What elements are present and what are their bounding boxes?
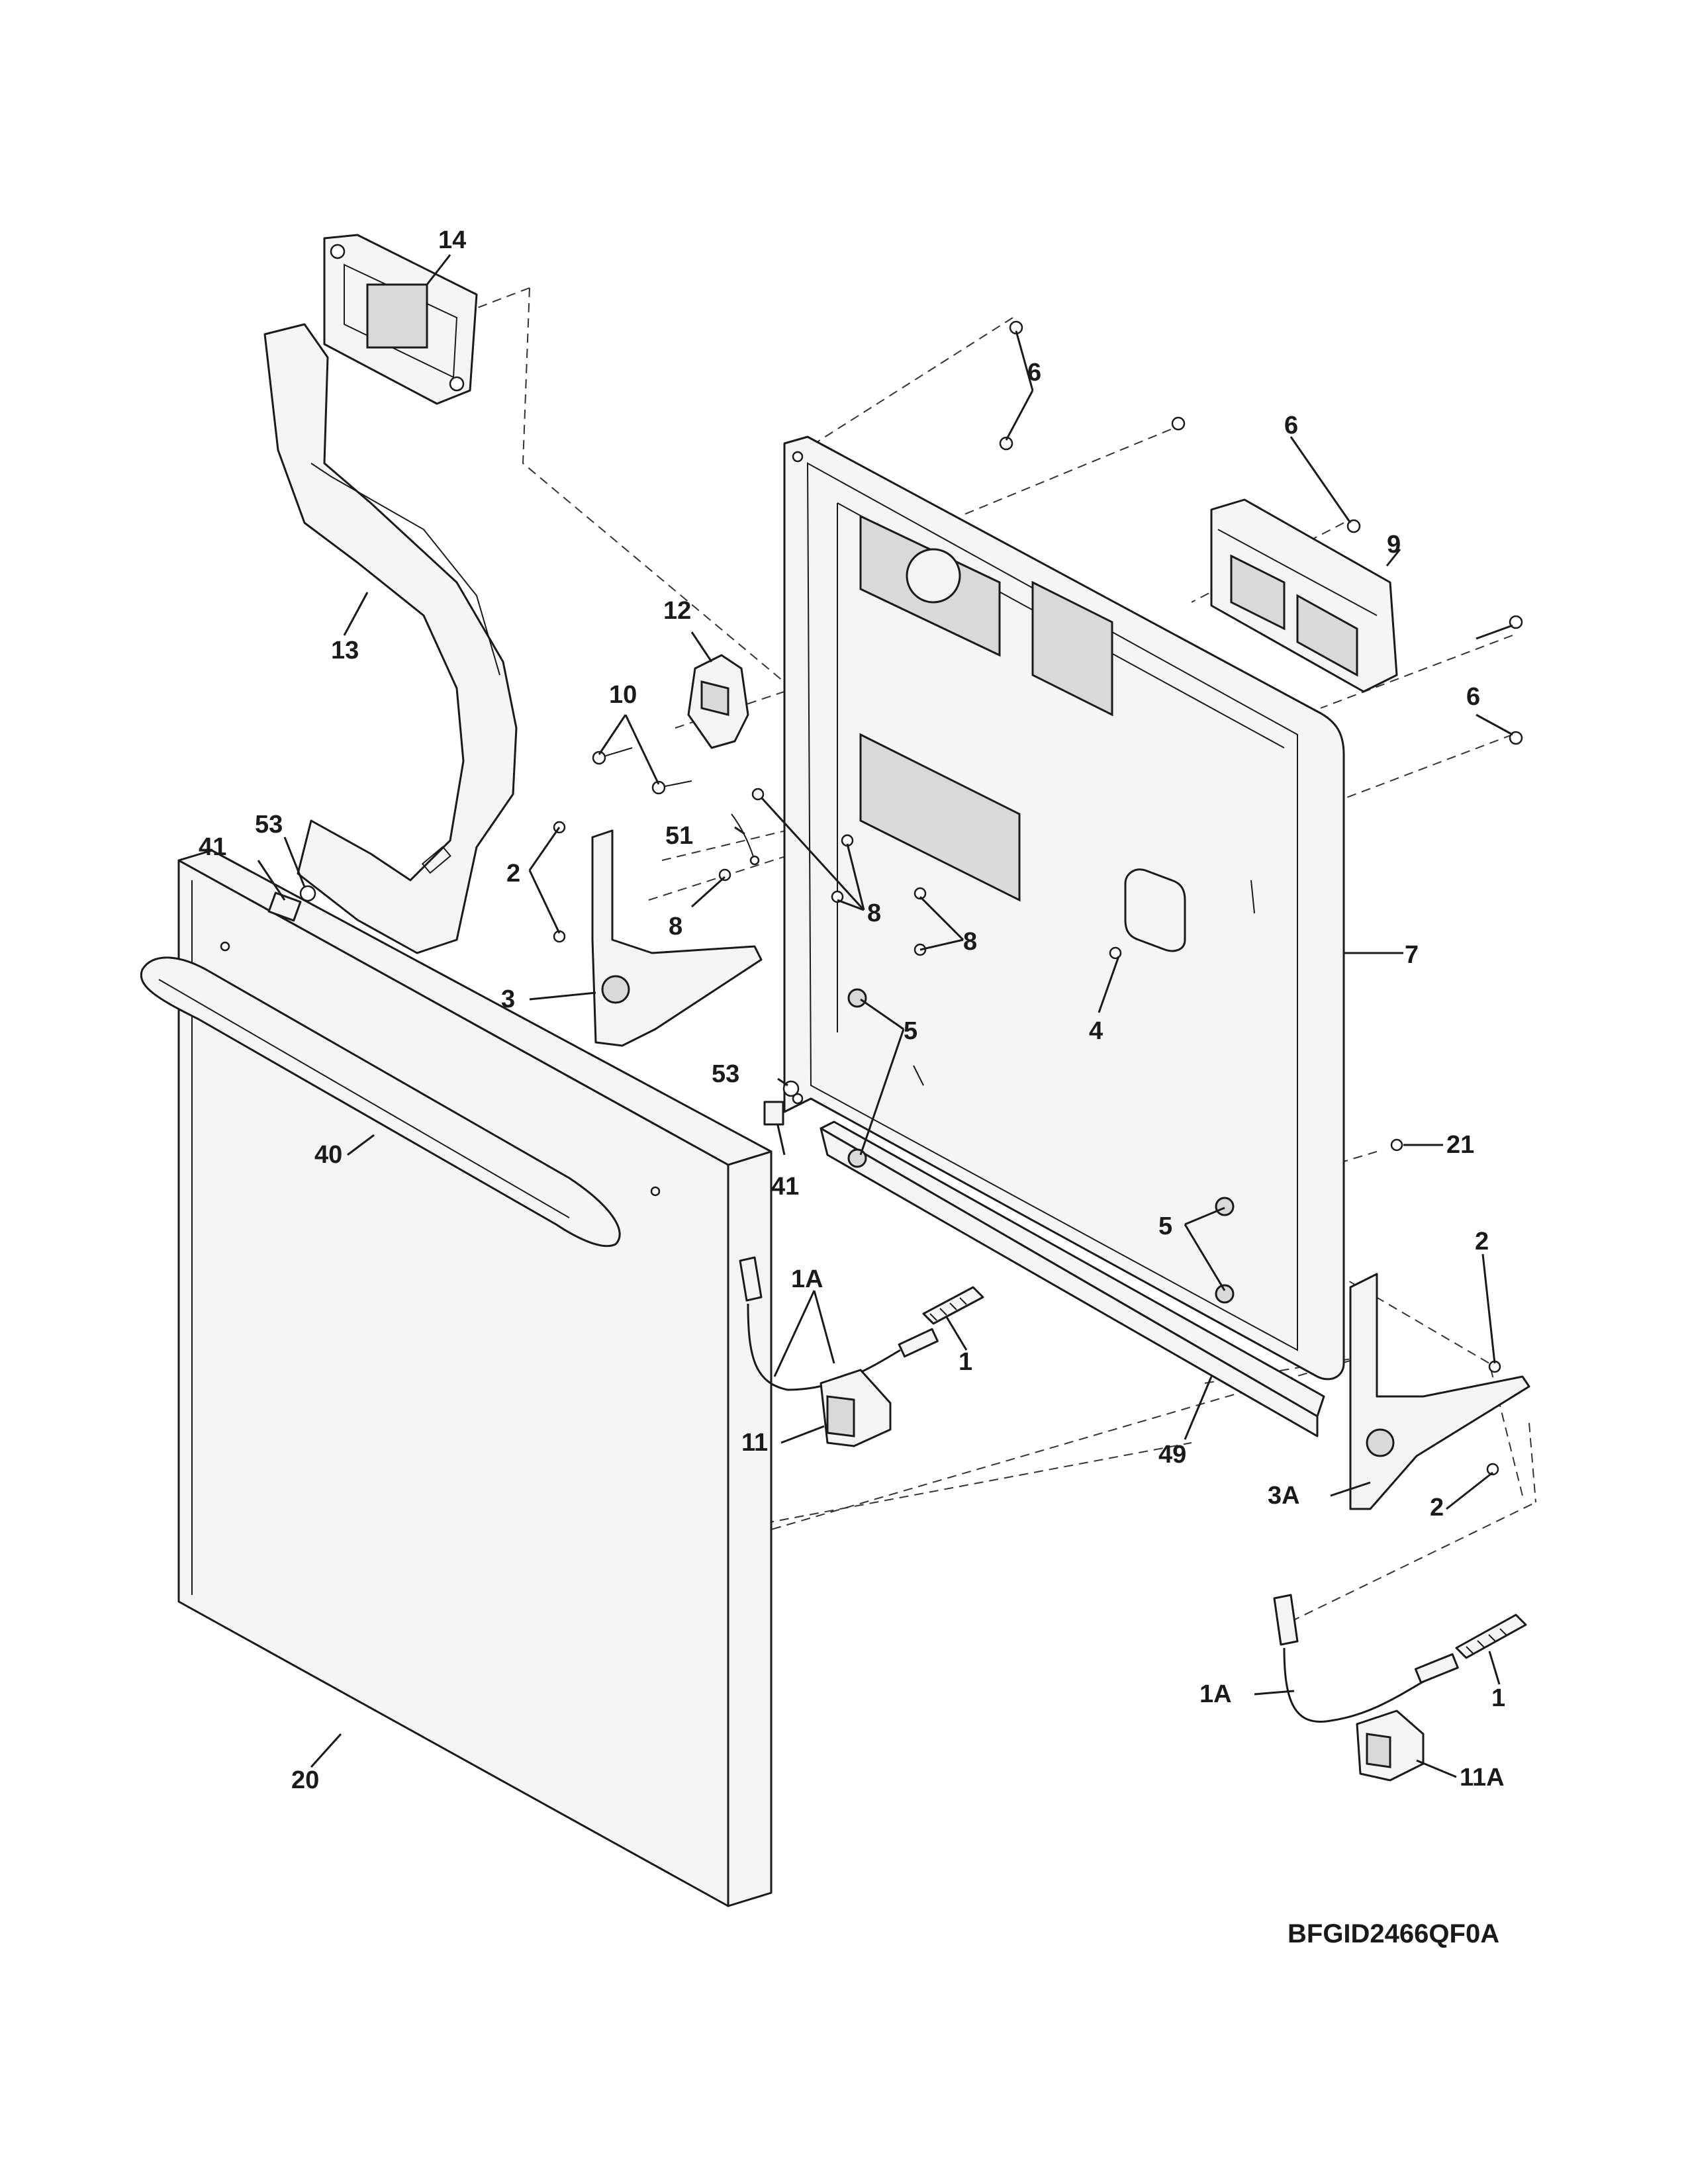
callout-49: 49: [1158, 1441, 1186, 1469]
callout-3A: 3A: [1268, 1482, 1300, 1510]
bracket-11A: [1356, 1709, 1425, 1782]
leader-lines: [257, 254, 1513, 1778]
callout-8-center: 8: [867, 899, 881, 927]
inner-door-liner-7: [783, 435, 1345, 1381]
door-handle-40: [140, 956, 621, 1248]
vent-duct-13: [263, 323, 518, 954]
callout-5-lower: 5: [1158, 1212, 1172, 1240]
callout-6-right: 6: [1466, 683, 1480, 711]
callout-13: 13: [331, 637, 359, 664]
screws-10: [592, 747, 692, 795]
spring-1-right: [1455, 1614, 1527, 1659]
callout-41-left: 41: [199, 833, 226, 861]
callout-51: 51: [665, 822, 693, 850]
callout-21: 21: [1446, 1131, 1474, 1159]
clip-41-left: [267, 891, 302, 922]
bracket-11: [820, 1369, 892, 1447]
hinge-arm-3A: [1349, 1273, 1530, 1510]
callout-5-upper: 5: [904, 1017, 917, 1045]
model-code: BFGID2466QF0A: [1288, 1919, 1499, 1948]
callout-9: 9: [1387, 531, 1401, 559]
callout-12: 12: [663, 597, 691, 625]
callout-2-lower-right: 2: [1430, 1494, 1444, 1522]
callout-6-mid: 6: [1284, 412, 1298, 439]
vent-housing-14: [323, 234, 478, 405]
callout-2-left: 2: [506, 860, 520, 887]
bottom-strip-49: [820, 1120, 1325, 1437]
callout-7: 7: [1405, 941, 1419, 969]
callout-53-center: 53: [712, 1060, 739, 1088]
hinge-arm-3: [591, 829, 763, 1047]
callout-40: 40: [314, 1141, 342, 1169]
spring-1-left: [922, 1286, 984, 1325]
control-board-9: [1210, 498, 1398, 693]
callout-3: 3: [501, 985, 515, 1013]
screws: [553, 320, 1523, 1476]
cable-1A-left: [739, 1256, 939, 1391]
callout-2-upper-right: 2: [1475, 1228, 1489, 1255]
callout-10: 10: [609, 681, 637, 709]
callout-41-center: 41: [771, 1173, 799, 1201]
callout-20: 20: [291, 1766, 319, 1794]
callout-4: 4: [1089, 1017, 1103, 1045]
nut-53-left: [299, 885, 316, 902]
callout-1A-left: 1A: [791, 1265, 823, 1293]
clip-41-center: [763, 1101, 784, 1126]
callout-6-top: 6: [1027, 359, 1041, 387]
callout-labels: 14 13 12 10 6 6 6 9 7 4 2 3 41 53 51 8 8…: [199, 226, 1505, 1794]
callout-8-right: 8: [963, 928, 977, 956]
wire-51: [731, 813, 760, 866]
callout-1-left: 1: [959, 1348, 972, 1376]
callout-8-left: 8: [669, 913, 682, 940]
callout-53-left: 53: [255, 811, 283, 839]
callout-1A-right: 1A: [1199, 1680, 1232, 1708]
door-latch-12: [687, 654, 749, 749]
callout-11A: 11A: [1460, 1764, 1505, 1792]
cable-1A-right: [1273, 1594, 1459, 1723]
outer-door-panel-20: [177, 849, 773, 1907]
nuts-5: [847, 988, 1235, 1304]
callout-11: 11: [741, 1429, 768, 1457]
callout-1-right: 1: [1491, 1684, 1505, 1712]
callout-14: 14: [438, 226, 466, 254]
